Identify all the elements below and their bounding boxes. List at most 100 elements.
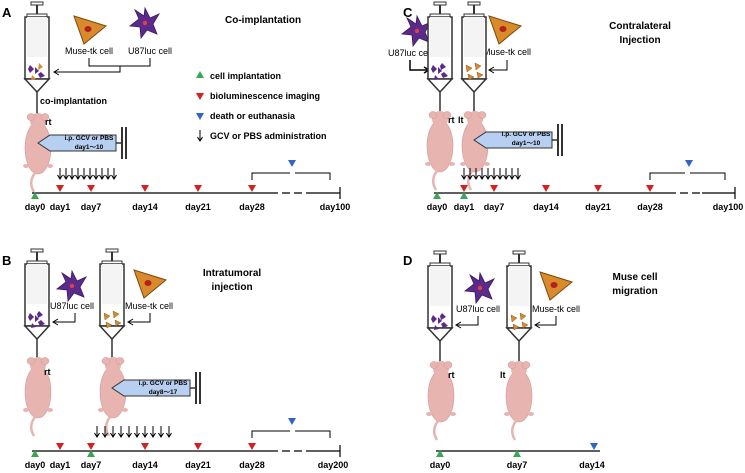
panel-b: B Intratumoral injection U87luc cell rt …	[2, 248, 349, 470]
imaging-marker	[460, 185, 468, 192]
implant-marker	[513, 450, 521, 457]
tick-label: day28	[239, 460, 265, 470]
implant-marker	[31, 450, 39, 457]
syringe-icon	[506, 250, 532, 370]
syringe-icon	[427, 250, 453, 370]
panel-d-letter: D	[403, 253, 412, 268]
tick-label: day100	[320, 202, 351, 212]
implant-marker	[433, 192, 441, 199]
pump-label-1: i.p. GCV or PBS	[65, 135, 114, 142]
timeline-a: day0 day1 day7 day14 day21 day28 day100	[25, 160, 351, 212]
tick-label: day1	[454, 202, 475, 212]
tick-label: day21	[185, 202, 211, 212]
imaging-marker	[194, 185, 202, 192]
tick-label: day100	[713, 202, 744, 212]
tick-label: day14	[579, 460, 605, 470]
muse-cell-label: Muse-tk cell	[532, 304, 580, 314]
legend-death-icon	[196, 113, 204, 120]
panel-d: D Muse cell migration U87luc cell rt Mus…	[403, 250, 658, 470]
timeline-c: day0 day1 day7 day14 day21 day28 day100	[427, 160, 744, 212]
syringe-icon	[99, 248, 125, 368]
imaging-marker	[87, 185, 95, 192]
infusion-pump-icon	[37, 126, 127, 160]
pump-label-2: day1～10	[512, 140, 541, 147]
imaging-marker	[141, 185, 149, 192]
imaging-marker	[248, 443, 256, 450]
death-marker	[288, 418, 296, 425]
legend-implantation-icon	[196, 71, 204, 78]
imaging-marker	[646, 185, 654, 192]
syringe-icon	[427, 1, 453, 121]
syringe-icon	[24, 248, 50, 368]
implant-marker	[460, 192, 468, 199]
panel-b-letter: B	[2, 253, 11, 268]
imaging-marker	[87, 443, 95, 450]
imaging-marker	[141, 443, 149, 450]
imaging-marker	[56, 185, 64, 192]
legend-gcv: GCV or PBS administration	[210, 131, 327, 141]
timeline-b: day0 day1 day7 day14 day21 day28 day200	[25, 418, 349, 470]
death-marker	[590, 443, 598, 450]
imaging-marker	[542, 185, 550, 192]
tick-label: day14	[533, 202, 559, 212]
mouse-icon	[502, 359, 536, 442]
panel-c: C Contralateral Injection U87luc cell rt…	[388, 1, 744, 212]
tick-label: day1	[50, 202, 71, 212]
tick-label: day14	[132, 202, 158, 212]
tick-label: day28	[637, 202, 663, 212]
death-marker	[288, 160, 296, 167]
u87-cell-label: U87luc cell	[456, 304, 500, 314]
implant-marker	[436, 450, 444, 457]
tick-label: day7	[484, 202, 505, 212]
implant-marker	[31, 192, 39, 199]
pump-label-2: day8～17	[149, 389, 178, 396]
pump-label-1: i.p. GCV or PBS	[139, 380, 188, 387]
panel-c-letter: C	[403, 5, 413, 20]
muse-cell-icon	[539, 271, 573, 301]
legend-implantation: cell implantation	[210, 71, 281, 81]
side-label-lt: lt	[458, 115, 464, 125]
panel-c-title-1: Contralateral	[609, 21, 671, 32]
muse-cell-label: Muse-tk cell	[125, 301, 173, 311]
tick-label: day0	[427, 202, 448, 212]
u87-cell-icon	[464, 272, 495, 304]
tick-label: day21	[585, 202, 611, 212]
tick-label: day0	[25, 202, 46, 212]
mouse-icon	[96, 355, 130, 438]
panel-a-title: Co-implantation	[225, 15, 301, 26]
tick-label: day28	[239, 202, 265, 212]
panel-a: A Co-implantation Muse-tk cell U87luc ce…	[2, 1, 351, 212]
tick-label: day0	[430, 460, 451, 470]
u87-cell-label: U87luc cell	[388, 48, 432, 58]
tick-label: day7	[507, 460, 528, 470]
merge-arrow	[55, 58, 151, 73]
u87-cell-label: U87luc cell	[128, 46, 172, 56]
side-label-rt: rt	[448, 370, 455, 380]
panel-b-title-1: Intratumoral	[203, 268, 262, 279]
tick-label: day7	[81, 202, 102, 212]
syringe-label: co-implantation	[40, 96, 107, 106]
gcv-arrows	[57, 167, 117, 180]
legend-gcv-icon	[197, 129, 203, 142]
legend-imaging: bioluminescence imaging	[210, 91, 320, 101]
u87-cell-icon	[401, 15, 432, 47]
panel-b-title-2: injection	[211, 282, 252, 293]
panel-d-title-2: migration	[612, 286, 658, 297]
muse-cell-label: Muse-tk cell	[483, 47, 531, 57]
legend-imaging-icon	[196, 93, 204, 100]
imaging-marker	[248, 185, 256, 192]
u87-cell-icon	[56, 270, 87, 302]
tick-label: day14	[132, 460, 158, 470]
side-label-lt: lt	[500, 370, 506, 380]
tick-label: day200	[318, 460, 349, 470]
tick-label: day0	[25, 460, 46, 470]
imaging-marker	[56, 443, 64, 450]
muse-cell-icon	[133, 269, 167, 299]
timeline-d: day0 day7 day14	[430, 443, 605, 470]
legend: cell implantation bioluminescence imagin…	[196, 71, 327, 142]
tick-label: day7	[81, 460, 102, 470]
gcv-arrows	[461, 167, 521, 180]
panel-c-title-2: Injection	[619, 35, 660, 46]
side-label-rt: rt	[448, 115, 455, 125]
